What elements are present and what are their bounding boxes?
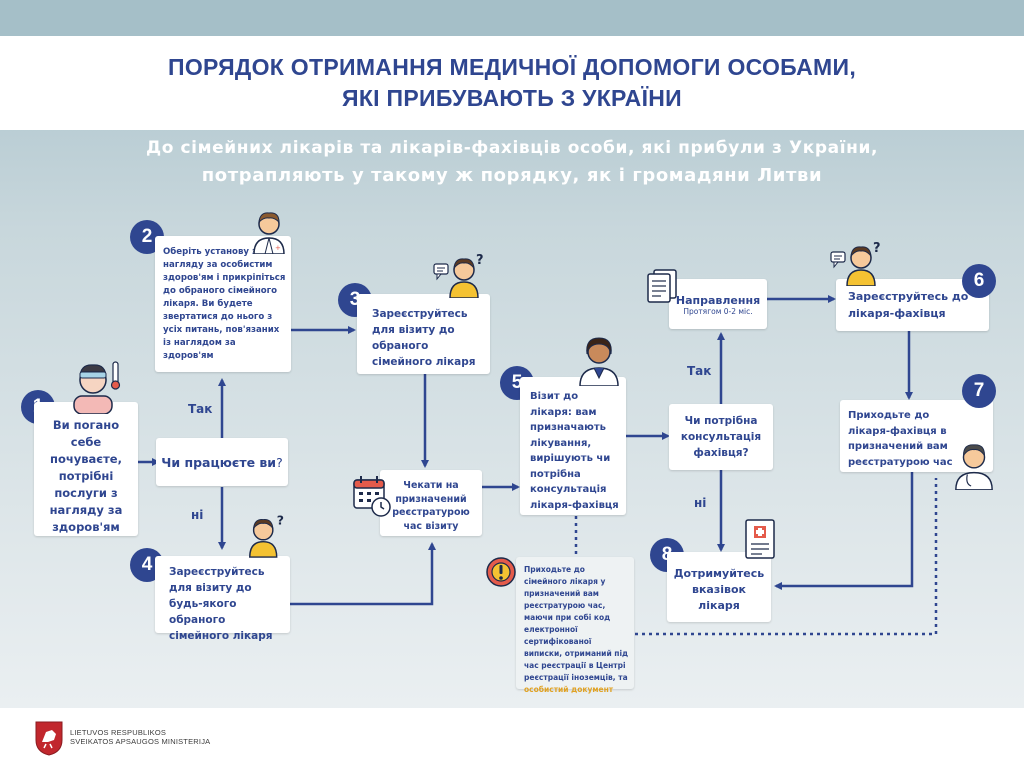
doctor-icon (955, 444, 993, 490)
referral-box: Направлення Протягом 0-2 міс. (669, 279, 767, 329)
svg-text:?: ? (277, 512, 284, 527)
top-band (0, 0, 1024, 36)
subtitle-line-2: потрапляють у такому ж порядку, як і гро… (201, 165, 823, 186)
doctor-icon: + (253, 212, 285, 254)
referral-title: Направлення (675, 294, 761, 307)
wait-box: Чекати на призначений реєстратурою час в… (380, 470, 482, 536)
calendar-icon (353, 476, 391, 517)
medical-form-icon (745, 519, 775, 559)
step-8-box: Дотримуйтесь вказівок лікаря (667, 552, 771, 622)
step-6-number: 6 (962, 264, 996, 298)
person-question-icon: ? (830, 241, 881, 286)
person-question-icon: ? (433, 253, 484, 298)
question-2-box: Чи потрібна консультація фахівця? (669, 404, 773, 470)
note-highlight: особистий документ (524, 685, 614, 694)
question-1-text: Чи працюєте ви (161, 454, 277, 470)
step-3-box: Зареєструйтесь для візиту до обраного сі… (357, 294, 490, 374)
note-box: Приходьте до сімейного лікаря у призначе… (516, 557, 634, 694)
question-1-box: Чи працюєте ви? (156, 438, 288, 486)
step-4-text: Зареєструйтесь для візиту до будь-якого … (169, 566, 273, 642)
referral-subtitle: Протягом 0-2 міс. (683, 307, 753, 316)
step-7-text: Приходьте до лікаря-фахівця в призначени… (848, 410, 953, 468)
question-2-text: Чи потрібна консультація фахівця? (680, 415, 762, 459)
title-bar: ПОРЯДОК ОТРИМАННЯ МЕДИЧНОЇ ДОПОМОГИ ОСОБ… (0, 36, 1024, 130)
step-7-number: 7 (962, 374, 996, 408)
subtitle: До сімейних лікарів та лікарів-фахівців … (0, 135, 1024, 189)
subtitle-line-1: До сімейних лікарів та лікарів-фахівців … (145, 138, 879, 158)
question-1-mark: ? (276, 454, 283, 470)
ministry-name: LIETUVOS RESPUBLIKOS SVEIKATOS APSAUGOS … (70, 728, 210, 746)
label-no-1: ні (191, 508, 204, 522)
title-line-1: ПОРЯДОК ОТРИМАННЯ МЕДИЧНОЇ ДОПОМОГИ ОСОБ… (167, 54, 857, 80)
step-5-text: Візит до лікаря: вам призначають лікуван… (530, 391, 619, 511)
step-2-text: Оберіть установу з нагляду за особистим … (163, 247, 286, 361)
step-1-text: Ви погано себе почуваєте, потрібні послу… (49, 418, 123, 534)
ministry-line-2: SVEIKATOS APSAUGOS MINISTERIJA (70, 737, 211, 746)
sick-person-icon (73, 361, 121, 414)
svg-text:?: ? (873, 241, 881, 256)
label-no-2: ні (694, 496, 707, 510)
title-line-2: ЯКІ ПРИБУВАЮТЬ З УКРАЇНИ (342, 85, 682, 111)
step-4-box: Зареєструйтесь для візиту до будь-якого … (155, 556, 290, 642)
svg-text:?: ? (476, 253, 484, 268)
svg-text:+: + (275, 244, 281, 252)
warning-icon (486, 557, 516, 587)
person-question-icon: ? (249, 512, 284, 558)
dotted-note-to-s7 (635, 478, 938, 636)
note-text: Приходьте до сімейного лікаря у призначе… (524, 565, 629, 682)
step-6-text: Зареєструйтесь до лікаря-фахівця (848, 290, 969, 320)
ministry-line-1: LIETUVOS RESPUBLIKOS (70, 728, 167, 737)
label-yes-1: Так (188, 402, 213, 416)
arrow-s4-to-wait (290, 542, 436, 606)
doctor-icon (579, 337, 619, 386)
step-3-text: Зареєструйтесь для візиту до обраного сі… (372, 308, 476, 368)
step-8-text: Дотримуйтесь вказівок лікаря (673, 567, 765, 612)
label-yes-2: Так (687, 364, 712, 378)
arrow-s7-to-s8 (774, 472, 914, 590)
wait-text: Чекати на призначений реєстратурою час в… (392, 480, 470, 532)
document-icon (647, 269, 677, 303)
coat-of-arms-icon (35, 721, 63, 756)
step-5-box: Візит до лікаря: вам призначають лікуван… (520, 377, 626, 515)
step-2-box: Оберіть установу з нагляду за особистим … (155, 236, 291, 372)
step-1-box: Ви погано себе почуваєте, потрібні послу… (34, 402, 138, 536)
footer (0, 708, 1024, 768)
